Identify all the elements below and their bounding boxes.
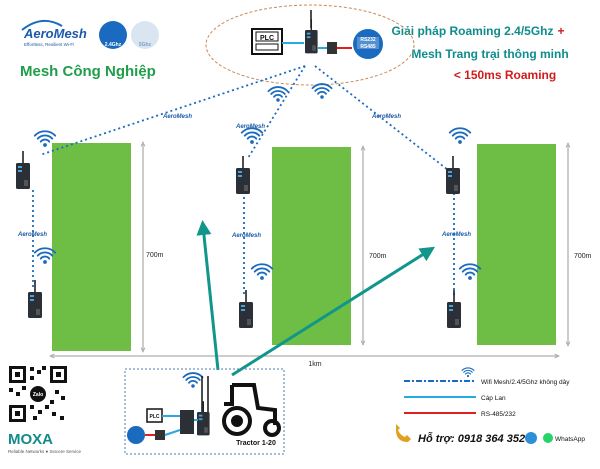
mesh-node-middle-top [235,155,251,195]
qr-center-badge [30,386,46,402]
serial-label-1: RS232 [360,37,376,43]
dim-label-width: 1km [308,361,321,368]
qr-code: Zalo [8,365,68,423]
phone-icon [396,424,411,442]
tractor-serial-device [127,426,145,444]
serial-device: RS232 RS485 [353,29,383,59]
node-badge: AeroMesh [441,232,471,238]
wifi-icon [267,86,289,103]
headline-line3: < 150ms Roaming [454,68,556,82]
support-row: Hỗ trợ: 0918 364 352 WhatsApp [396,424,585,445]
mesh-links [32,65,455,298]
tractor-switch [180,410,194,434]
mesh-node-right-bottom [446,289,462,329]
node-badge: AeroMesh [371,114,401,120]
headline-line1-text: Giải pháp Roaming 2.4/5Ghz [391,24,553,38]
band-badge-5: 5Ghz [131,21,159,49]
node-badge: AeroMesh [235,124,265,130]
aeromesh-logo: AeroMesh Effortless, Resilient Wi-Fi [21,19,87,47]
mesh-node-left-bottom [27,279,43,319]
node-badge: AeroMesh [162,114,192,120]
chat-icon [525,432,537,444]
node-badge: AeroMesh [17,232,47,238]
plc-group-ellipse [205,4,415,86]
legend-label-lan: Cáp Lan [481,395,506,402]
company-name: MOXA [8,431,53,448]
lan-link-tractor-gw [164,429,181,436]
dim-label-middle: 700m [369,253,387,260]
logo-text: AeroMesh [23,26,87,41]
qr-modules [9,366,67,422]
logo-tagline: Effortless, Resilient Wi-Fi [24,42,74,47]
dim-label-left: 700m [146,252,164,259]
wifi-icon [448,127,472,145]
headline-plus: + [558,24,565,38]
node-badge: AeroMesh [231,233,261,239]
mesh-node-right-top [445,155,461,195]
wifi-icon [182,372,204,389]
headline-line2: Mesh Trang trại thông minh [411,47,568,61]
tractor-plc-label: PLC [150,414,160,420]
whatsapp-label: WhatsApp [555,436,585,443]
roaming-arrow-left [196,220,220,371]
wifi-icon [240,127,264,145]
tractor-group-box [124,368,285,455]
mesh-node-middle-bottom [238,289,254,329]
wifi-icon [250,263,274,281]
legend-label-mesh: Wifi Mesh/2.4/5Ghz không dây [481,379,570,386]
plc-label: PLC [260,35,274,42]
dim-label-right: 700m [574,253,592,260]
field-left [52,143,131,351]
legend: Wifi Mesh/2.4/5Ghz không dây Cáp Lan RS-… [404,367,570,418]
band-badge-24: 2.4Ghz [99,21,127,49]
legend-label-serial: RS-485/232 [481,411,516,418]
tractor-icon [222,383,281,437]
tractor-label: Tractor 1-20 [236,440,276,447]
tractor-gateway [155,430,165,440]
headline-line1: Giải pháp Roaming 2.4/5Ghz + [391,24,564,38]
field-middle [272,147,351,345]
serial-label-2: RS485 [360,44,376,50]
whatsapp-icon [543,433,553,443]
roaming-arrow-right [231,246,436,377]
band-24-label: 2.4Ghz [105,42,122,48]
wifi-icon [461,367,475,378]
serial-gateway [327,42,337,54]
band-5-label: 5Ghz [139,42,152,48]
subtitle: Mesh Công Nghiệp [20,63,156,80]
plc-device: PLC [251,28,283,55]
support-text: Hỗ trợ: 0918 364 352 [418,432,525,445]
mesh-node-left-top [15,150,31,190]
qr-center-label: Zalo [33,392,43,398]
field-right [477,144,556,345]
wifi-icon [311,83,333,100]
company-tagline: Reliable Networks ● Sincere Service [8,449,81,454]
tractor-plc-device: PLC [146,408,163,423]
